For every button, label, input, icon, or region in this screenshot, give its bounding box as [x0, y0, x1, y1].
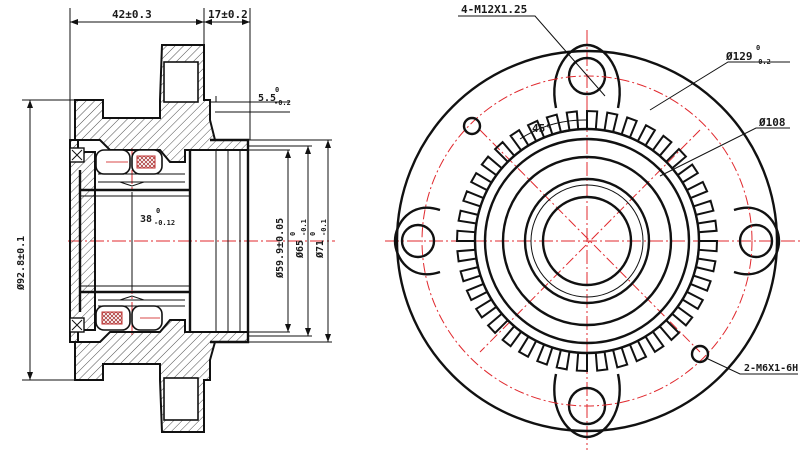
- dim-65-lower-tol: -0.1: [300, 219, 308, 236]
- d108-leader: [659, 127, 790, 177]
- dim-599-text: Ø59.9±0.05: [274, 218, 286, 279]
- dim-bore-lower-tol: -0.12: [154, 219, 175, 227]
- hub-body-upper: [74, 44, 249, 163]
- pcd-upper-tol: 0: [756, 44, 760, 52]
- side-section-view: 42±0.3 17±0.2 5.5 0 -0.2 38 0 -0.12 Ø92.…: [15, 8, 335, 433]
- flange-lugs: [393, 43, 781, 439]
- bolt-hole-upper: [163, 61, 199, 103]
- bolt-leader: [458, 15, 606, 97]
- bearing-lower: [69, 295, 185, 333]
- dim-71-lower-tol: -0.1: [320, 219, 328, 236]
- pcd-leader: [649, 61, 790, 111]
- pcd-lower-tol: -0.2: [754, 58, 771, 66]
- outer-ring: [69, 139, 96, 343]
- flange-outer-circle: [395, 49, 779, 433]
- d108-label: Ø108: [758, 116, 786, 129]
- pcd-label: Ø129: [725, 50, 753, 63]
- circle-108: [483, 137, 691, 345]
- seal-lower: [101, 311, 123, 325]
- dim-step-text: 5.5: [258, 93, 276, 104]
- screw-label: 2-M6X1-6H: [744, 363, 798, 374]
- dim-71-text: Ø71: [314, 240, 326, 259]
- dim-step-lower-tol: -0.2: [274, 99, 291, 107]
- dim-65-upper-tol: 0: [289, 232, 297, 236]
- dim-bore-text: 38: [140, 214, 152, 225]
- center-bore: [541, 195, 633, 287]
- m6-hole-lower: [690, 344, 710, 364]
- bolt-hole-lower: [163, 377, 199, 421]
- seal-upper: [136, 155, 156, 169]
- bearing-upper: [69, 147, 185, 187]
- dim-step-upper-tol: 0: [275, 86, 279, 94]
- screw-leader: [705, 357, 798, 375]
- bolt-label: 4-M12X1.25: [461, 3, 527, 16]
- angle-text: 45°: [532, 122, 552, 135]
- dim-width-text: 42±0.3: [112, 8, 152, 21]
- front-view: 45° 4-M12X1.25 Ø129 0 -0.2 Ø108 2-M6X1-6…: [385, 3, 800, 450]
- dim-bore-upper-tol: 0: [156, 207, 160, 215]
- dim-65-text: Ø65: [294, 240, 306, 259]
- hub-body-lower: [74, 319, 249, 433]
- dim-flange-text: 17±0.2: [208, 8, 248, 21]
- dim-od-text: Ø92.8±0.1: [15, 236, 27, 291]
- m6-hole-upper: [462, 116, 482, 136]
- dim-71-upper-tol: 0: [309, 232, 317, 236]
